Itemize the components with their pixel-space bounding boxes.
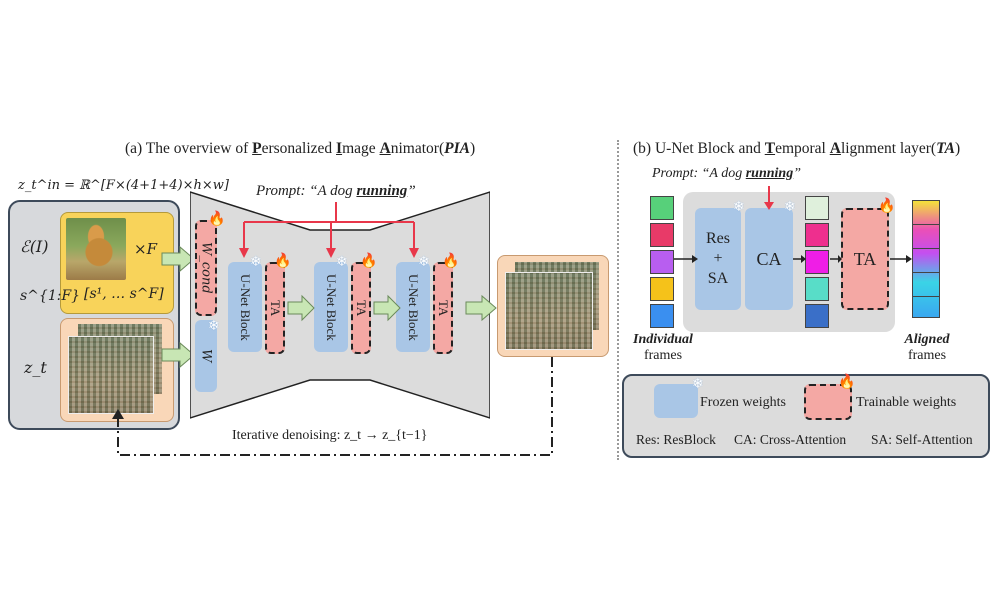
w-cond-block: W_cond — [195, 220, 217, 316]
frame-tile — [805, 250, 829, 274]
frame-tile — [650, 304, 674, 328]
unet-block-3: U-Net Block — [396, 262, 430, 352]
frame-tile — [650, 250, 674, 274]
output-image-front — [505, 272, 593, 350]
block-arrows — [287, 294, 497, 322]
legend-res-def: Res: ResBlock — [636, 432, 716, 447]
frame-tile — [805, 277, 829, 301]
intermediate-frames — [805, 196, 829, 328]
dog-image — [66, 218, 126, 280]
snowflake-icon: ❄ — [418, 255, 430, 270]
flame-icon: 🔥 — [838, 375, 856, 390]
prompt-a: Prompt: “A dog running” — [256, 183, 416, 199]
aligned-frames — [912, 200, 940, 318]
individual-label: Individual frames — [633, 332, 693, 363]
legend-sa-def: SA: Self-Attention — [871, 432, 973, 447]
frame-tile — [650, 277, 674, 301]
frame-tile — [805, 196, 829, 220]
iterative-label: Iterative denoising: z_t → z_{t−1} — [232, 428, 428, 443]
panel-b-title: (b) U-Net Block and Temporal Alignment l… — [633, 140, 961, 157]
snowflake-icon: ❄ — [784, 200, 796, 215]
noise-image-front — [68, 336, 154, 414]
ta-block-2: TA — [351, 262, 371, 354]
snowflake-icon: ❄ — [250, 255, 262, 270]
flame-icon: 🔥 — [878, 199, 896, 214]
green-arrow — [161, 341, 195, 369]
zt-in-equation: z_t^in = ℝ^[F×(4+1+4)×h×w] — [18, 178, 229, 193]
aligned-label: Aligned frames — [904, 332, 950, 363]
encoder-label: ℰ(I) — [20, 237, 49, 256]
s-label: s^{1:F} — [20, 288, 81, 304]
panel-a-title: (a) The overview of Personalized Image A… — [125, 140, 476, 157]
frame-tile — [650, 196, 674, 220]
legend-frozen-swatch — [654, 384, 698, 418]
ta-block-b: TA — [841, 208, 889, 310]
w-block: W — [195, 320, 217, 392]
ta-block-3: TA — [433, 262, 453, 354]
frame-tile — [650, 223, 674, 247]
green-arrow — [161, 245, 195, 273]
green-arrow — [287, 294, 315, 322]
flame-icon: 🔥 — [208, 212, 226, 227]
frame-tile — [805, 223, 829, 247]
flame-icon: 🔥 — [442, 254, 460, 269]
prompt-arrows-a — [239, 202, 419, 258]
flame-icon: 🔥 — [360, 254, 378, 269]
snowflake-icon: ❄ — [336, 255, 348, 270]
ca-block: CA — [745, 208, 793, 310]
times-f-label: ×F — [134, 240, 157, 258]
s-set-label: [s¹, … s^F] — [84, 286, 164, 302]
green-arrow — [465, 294, 497, 322]
ta-block-1: TA — [265, 262, 285, 354]
res-sa-block: Res + SA — [695, 208, 741, 310]
iterative-loop — [112, 357, 553, 456]
frame-tile — [805, 304, 829, 328]
legend-trainable-swatch — [804, 384, 852, 420]
panel-divider — [617, 140, 619, 460]
unet-block-2: U-Net Block — [314, 262, 348, 352]
snowflake-icon: ❄ — [208, 319, 220, 334]
zt-label: z_t — [24, 358, 47, 377]
snowflake-icon: ❄ — [692, 377, 704, 392]
unet-block-1: U-Net Block — [228, 262, 262, 352]
panel-b-arrows — [674, 186, 912, 263]
individual-frames — [650, 196, 674, 328]
prompt-b: Prompt: “A dog running” — [652, 166, 802, 181]
input-arrows — [161, 245, 195, 369]
legend-ca-def: CA: Cross-Attention — [734, 432, 847, 447]
flame-icon: 🔥 — [274, 254, 292, 269]
legend-frozen-label: Frozen weights — [700, 395, 786, 410]
snowflake-icon: ❄ — [733, 200, 745, 215]
green-arrow — [373, 294, 401, 322]
legend-trainable-label: Trainable weights — [856, 395, 957, 410]
